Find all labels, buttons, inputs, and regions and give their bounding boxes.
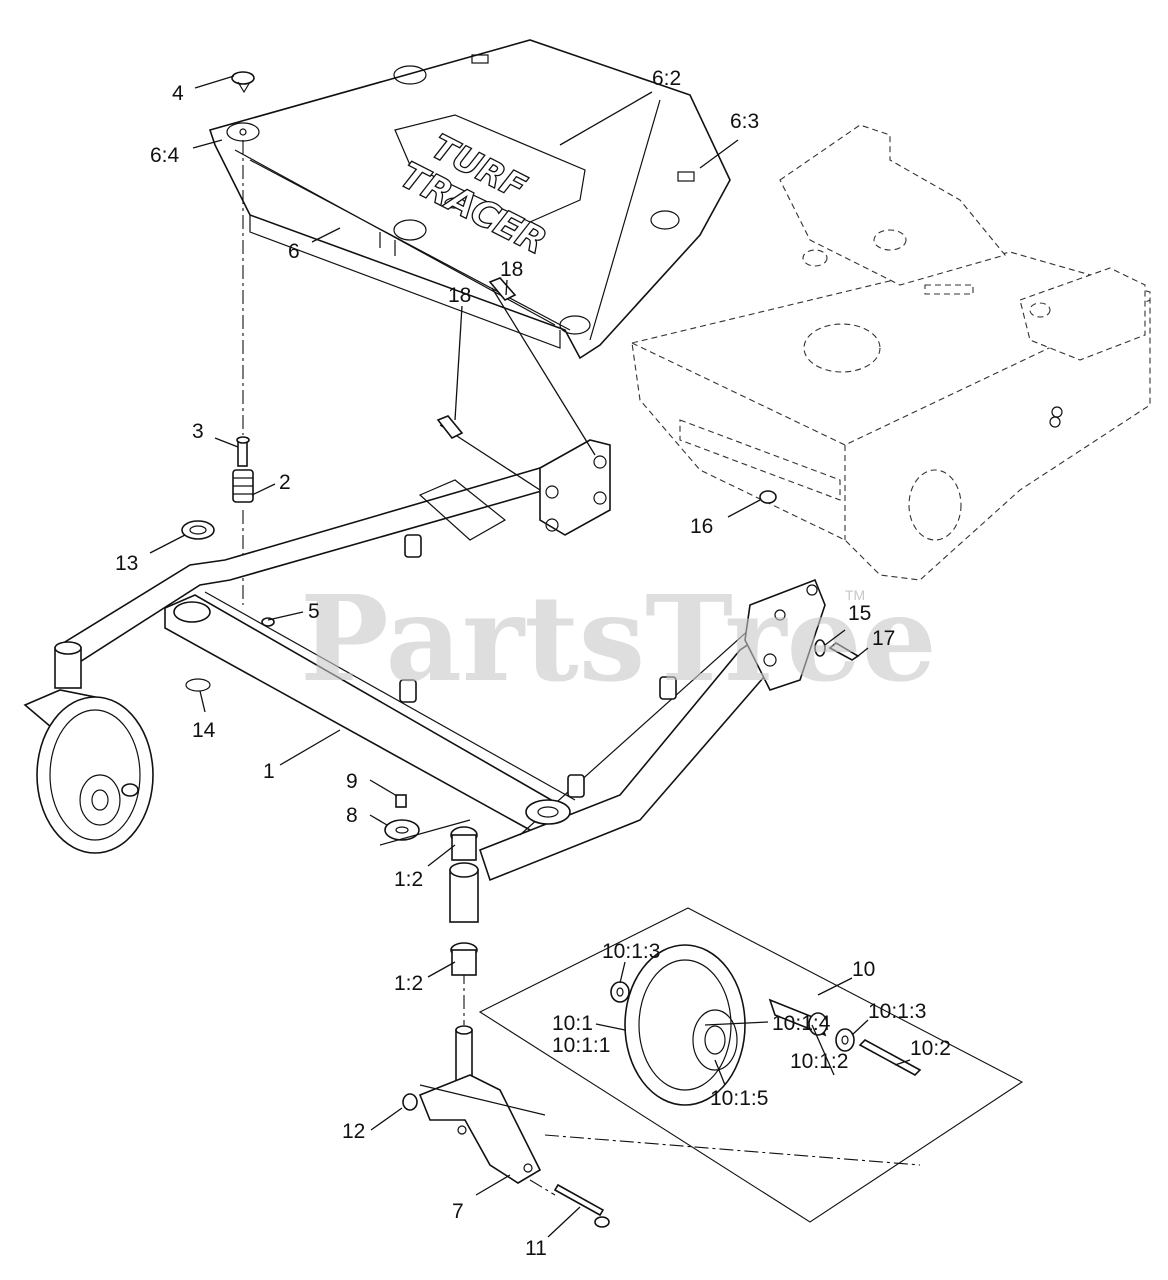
callout-9: 9 [346,770,358,793]
leader-lines [149,75,911,1238]
callout-4: 4 [172,82,184,105]
callout-1-2-lower: 1:2 [394,972,423,995]
hitch-pin-clip-4 [231,71,255,94]
bearing-1-2-upper [450,826,478,861]
spindle-tube [449,862,479,923]
callout-10-1-1: 10:1:1 [552,1034,610,1057]
callout-10-1: 10:1 [552,1012,593,1035]
bolt-11 [553,1183,610,1228]
callout-13: 13 [115,552,138,575]
callout-10-1-5: 10:1:5 [710,1087,768,1110]
callout-6-3: 6:3 [730,110,759,133]
spring-2 [232,469,254,503]
centerline-axle [544,1134,921,1166]
callout-11: 11 [525,1237,547,1260]
cap-8 [384,819,420,841]
partstree-watermark: PartsTree TM [300,569,937,708]
callout-8: 8 [346,804,358,827]
fork-7 [418,1025,542,1184]
svg-text:PartsTree: PartsTree [300,569,937,708]
nut-12 [402,1093,418,1111]
nut-16 [759,490,777,504]
callout-6: 6 [288,240,300,263]
callout-10: 10 [852,958,875,981]
bearing-1-2-lower [450,942,478,976]
callout-14: 14 [192,719,216,742]
washer-10-1-3-right [835,1028,855,1052]
front-cover: TURF TRACER [208,39,731,360]
callout-10-1-4: 10:1:4 [772,1012,831,1035]
bolt-9 [395,794,407,808]
callout-6-2: 6:2 [652,67,681,90]
pin-5 [261,617,275,627]
callout-7: 7 [452,1200,464,1223]
callout-10-2: 10:2 [910,1037,951,1060]
callout-labels: 4 6:4 6:2 6:3 6 18 18 3 2 13 5 14 1 9 8 … [115,67,951,1260]
bolt-18-upper [488,277,596,456]
washer-15 [814,639,826,657]
bushing-13 [181,520,215,540]
bolt-18-lower [436,415,541,491]
callout-10-1-2: 10:1:2 [790,1050,848,1073]
assembly-line-7 [419,1084,546,1116]
callout-6-4: 6:4 [150,144,180,167]
wheel-assembly-10 [478,907,1024,1223]
callout-12: 12 [342,1120,365,1143]
callout-3: 3 [192,420,204,443]
callout-18-upper: 18 [500,258,523,281]
callout-18-lower: 18 [448,284,471,307]
callout-1: 1 [263,760,275,783]
retaining-ring-14 [185,678,211,692]
callout-5: 5 [308,600,320,623]
callout-16: 16 [690,515,713,538]
centerline-bolt-11 [529,1179,556,1196]
callout-10-1-3-left: 10:1:3 [602,940,660,963]
callout-17: 17 [872,627,895,650]
callout-2: 2 [279,471,291,494]
pin-3 [236,436,250,467]
callout-1-2-upper: 1:2 [394,868,423,891]
callout-15: 15 [848,602,871,625]
svg-text:TM: TM [845,587,865,603]
callout-10-1-3-right: 10:1:3 [868,1000,926,1023]
caster-frame [54,439,826,882]
left-caster-wheel [23,689,154,854]
assembly-line-8 [379,819,471,846]
washer-10-1-3-left [610,981,630,1003]
